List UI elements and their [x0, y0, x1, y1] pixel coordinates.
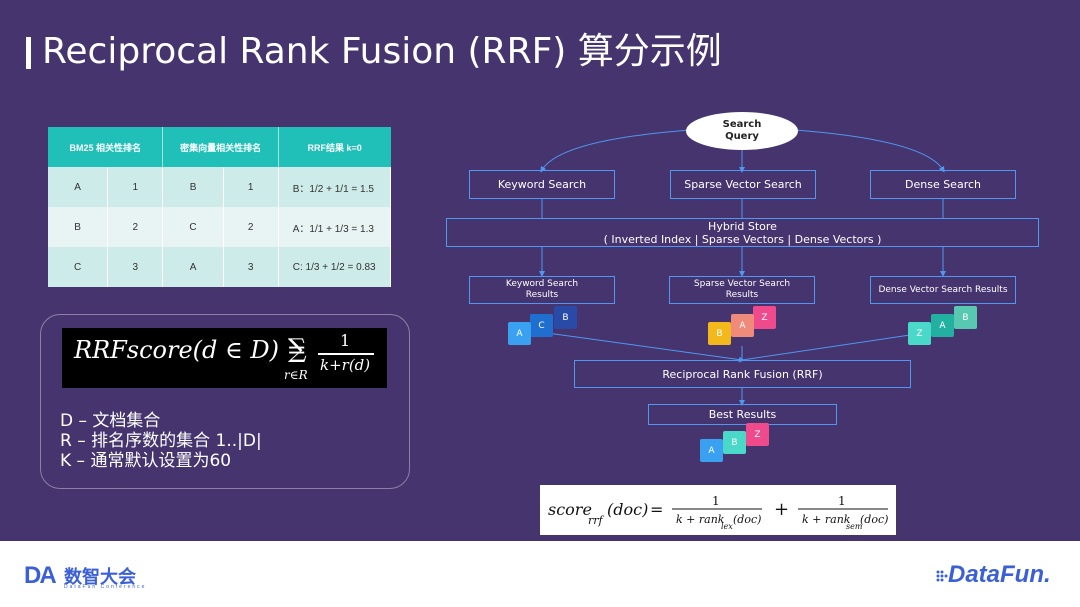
- sparse-results-box: Sparse Vector Search Results: [669, 276, 815, 304]
- score-num-2: 1: [838, 494, 846, 508]
- conference-logo: DA: [24, 562, 57, 589]
- legend-r: R – 排名序数的集合 1..|D|: [60, 431, 262, 451]
- cell-dense-rank: 1: [223, 167, 279, 207]
- score-den1-post: (doc): [733, 513, 761, 526]
- best-results-label: Best Results: [708, 408, 777, 421]
- cell-bm25-doc: B: [48, 207, 109, 247]
- tile-z: Z: [908, 322, 931, 345]
- rrf-label: Reciprocal Rank Fusion (RRF): [662, 367, 823, 381]
- rank-table: BM25 相关性排名 密集向量相关性排名 RRF结果 k=0 A 1 B 1 B…: [48, 127, 392, 287]
- tile-b: B: [723, 431, 746, 454]
- score-den1-sub: lex: [721, 522, 733, 531]
- tile-z: Z: [746, 423, 769, 446]
- legend-k: K – 通常默认设置为60: [60, 451, 232, 471]
- cell-rrf: A：1/1 + 1/3 = 1.3: [278, 207, 392, 247]
- score-den2-post: (doc): [860, 513, 888, 526]
- cell-bm25-rank: 2: [107, 207, 164, 247]
- dense-results-box: Dense Vector Search Results: [870, 276, 1016, 304]
- formula-sigma-sub: r∈R: [284, 368, 308, 382]
- tile-z: Z: [753, 306, 776, 329]
- formula-sigma: ∑: [288, 334, 307, 364]
- score-lhs: score: [548, 500, 592, 519]
- score-plus: +: [774, 499, 789, 520]
- score-formula: score rrf (doc) = 1 k + rank lex (doc) +…: [548, 494, 888, 531]
- cell-bm25-rank: 3: [107, 247, 164, 287]
- score-den1-pre: k + rank: [676, 513, 725, 526]
- legend-d: D – 文档集合: [60, 411, 161, 431]
- dense-results-label: Dense Vector Search Results: [878, 284, 1008, 295]
- formula-background: [62, 328, 387, 388]
- sparse-results-label-1: Sparse Vector Search: [693, 279, 791, 289]
- cell-bm25-doc: A: [48, 167, 109, 207]
- keyword-results-label-2: Results: [525, 290, 559, 300]
- page-title: Reciprocal Rank Fusion (RRF) 算分示例: [42, 31, 722, 72]
- tile-a: A: [931, 314, 954, 337]
- formula-lhs: RRFscore(d ∈ D) =: [74, 336, 307, 364]
- cell-bm25-rank: 1: [107, 167, 164, 207]
- keyword-search-box: Keyword Search: [469, 170, 615, 199]
- sparse-results-label-2: Results: [725, 290, 759, 300]
- score-num-1: 1: [712, 494, 720, 508]
- sparse-search-label: Sparse Vector Search: [684, 178, 802, 191]
- hybrid-store-box: Hybrid Store ( Inverted Index | Sparse V…: [446, 218, 1039, 247]
- tile-c: C: [530, 314, 553, 337]
- tile-b: B: [954, 306, 977, 329]
- cell-dense-rank: 2: [223, 207, 279, 247]
- tile-a: A: [508, 322, 531, 345]
- score-equals: =: [650, 500, 663, 519]
- header-bm25: BM25 相关性排名: [48, 127, 164, 167]
- score-formula-panel: [540, 485, 896, 535]
- datafun-dots-icon: [936, 570, 948, 582]
- tile-b: B: [708, 322, 731, 345]
- score-lhs-sub: rrf: [588, 514, 605, 527]
- cell-rrf: C: 1/3 + 1/2 = 0.83: [278, 247, 392, 287]
- header-rrf: RRF结果 k=0: [278, 127, 391, 167]
- footer: [0, 541, 1080, 607]
- query-label-line1: Search: [722, 119, 762, 130]
- cell-dense-rank: 3: [223, 247, 279, 287]
- formula-denominator: k+r(d): [320, 356, 371, 374]
- formula-fraction-bar: [318, 353, 374, 355]
- header-dense: 密集向量相关性排名: [162, 127, 279, 167]
- score-lhs-arg: (doc): [607, 500, 648, 519]
- score-den2-sub: sem: [846, 522, 863, 531]
- table-row: C 3 A 3 C: 1/3 + 1/2 = 0.83: [48, 247, 392, 287]
- conference-logo-text: 数智大会: [64, 567, 136, 588]
- best-results-box: Best Results: [648, 404, 837, 425]
- title-accent-bar: [26, 37, 31, 69]
- sparse-search-box: Sparse Vector Search: [670, 170, 816, 199]
- formula-numerator: 1: [340, 331, 351, 350]
- cell-rrf: B：1/2 + 1/1 = 1.5: [278, 167, 392, 207]
- tile-a: A: [731, 314, 754, 337]
- search-query-node: Search Query: [686, 112, 798, 150]
- datafun-logo: DataFun.: [948, 561, 1051, 588]
- keyword-results-label-1: Keyword Search: [505, 279, 579, 289]
- keyword-search-label: Keyword Search: [497, 178, 587, 191]
- dense-search-label: Dense Search: [905, 178, 981, 191]
- conference-logo-subtitle: DataFun Conference: [64, 584, 147, 590]
- table-row: B 2 C 2 A：1/1 + 1/3 = 1.3: [48, 207, 392, 247]
- tile-b: B: [554, 306, 577, 329]
- keyword-results-box: Keyword Search Results: [469, 276, 615, 304]
- score-den2-pre: k + rank: [802, 513, 851, 526]
- query-label-line2: Query: [725, 131, 759, 142]
- cell-dense-doc: B: [162, 167, 224, 207]
- table-header-row: BM25 相关性排名 密集向量相关性排名 RRF结果 k=0: [48, 127, 391, 167]
- dense-search-box: Dense Search: [870, 170, 1016, 199]
- tile-a: A: [700, 439, 723, 462]
- hybrid-store-label: Hybrid Store: [708, 219, 777, 233]
- formula-panel: [40, 314, 410, 489]
- hybrid-store-components: ( Inverted Index | Sparse Vectors | Dens…: [603, 232, 882, 246]
- table-row: A 1 B 1 B：1/2 + 1/1 = 1.5: [48, 167, 392, 207]
- cell-dense-doc: C: [162, 207, 224, 247]
- rrf-box: Reciprocal Rank Fusion (RRF): [574, 360, 911, 388]
- cell-bm25-doc: C: [48, 247, 109, 287]
- cell-dense-doc: A: [162, 247, 224, 287]
